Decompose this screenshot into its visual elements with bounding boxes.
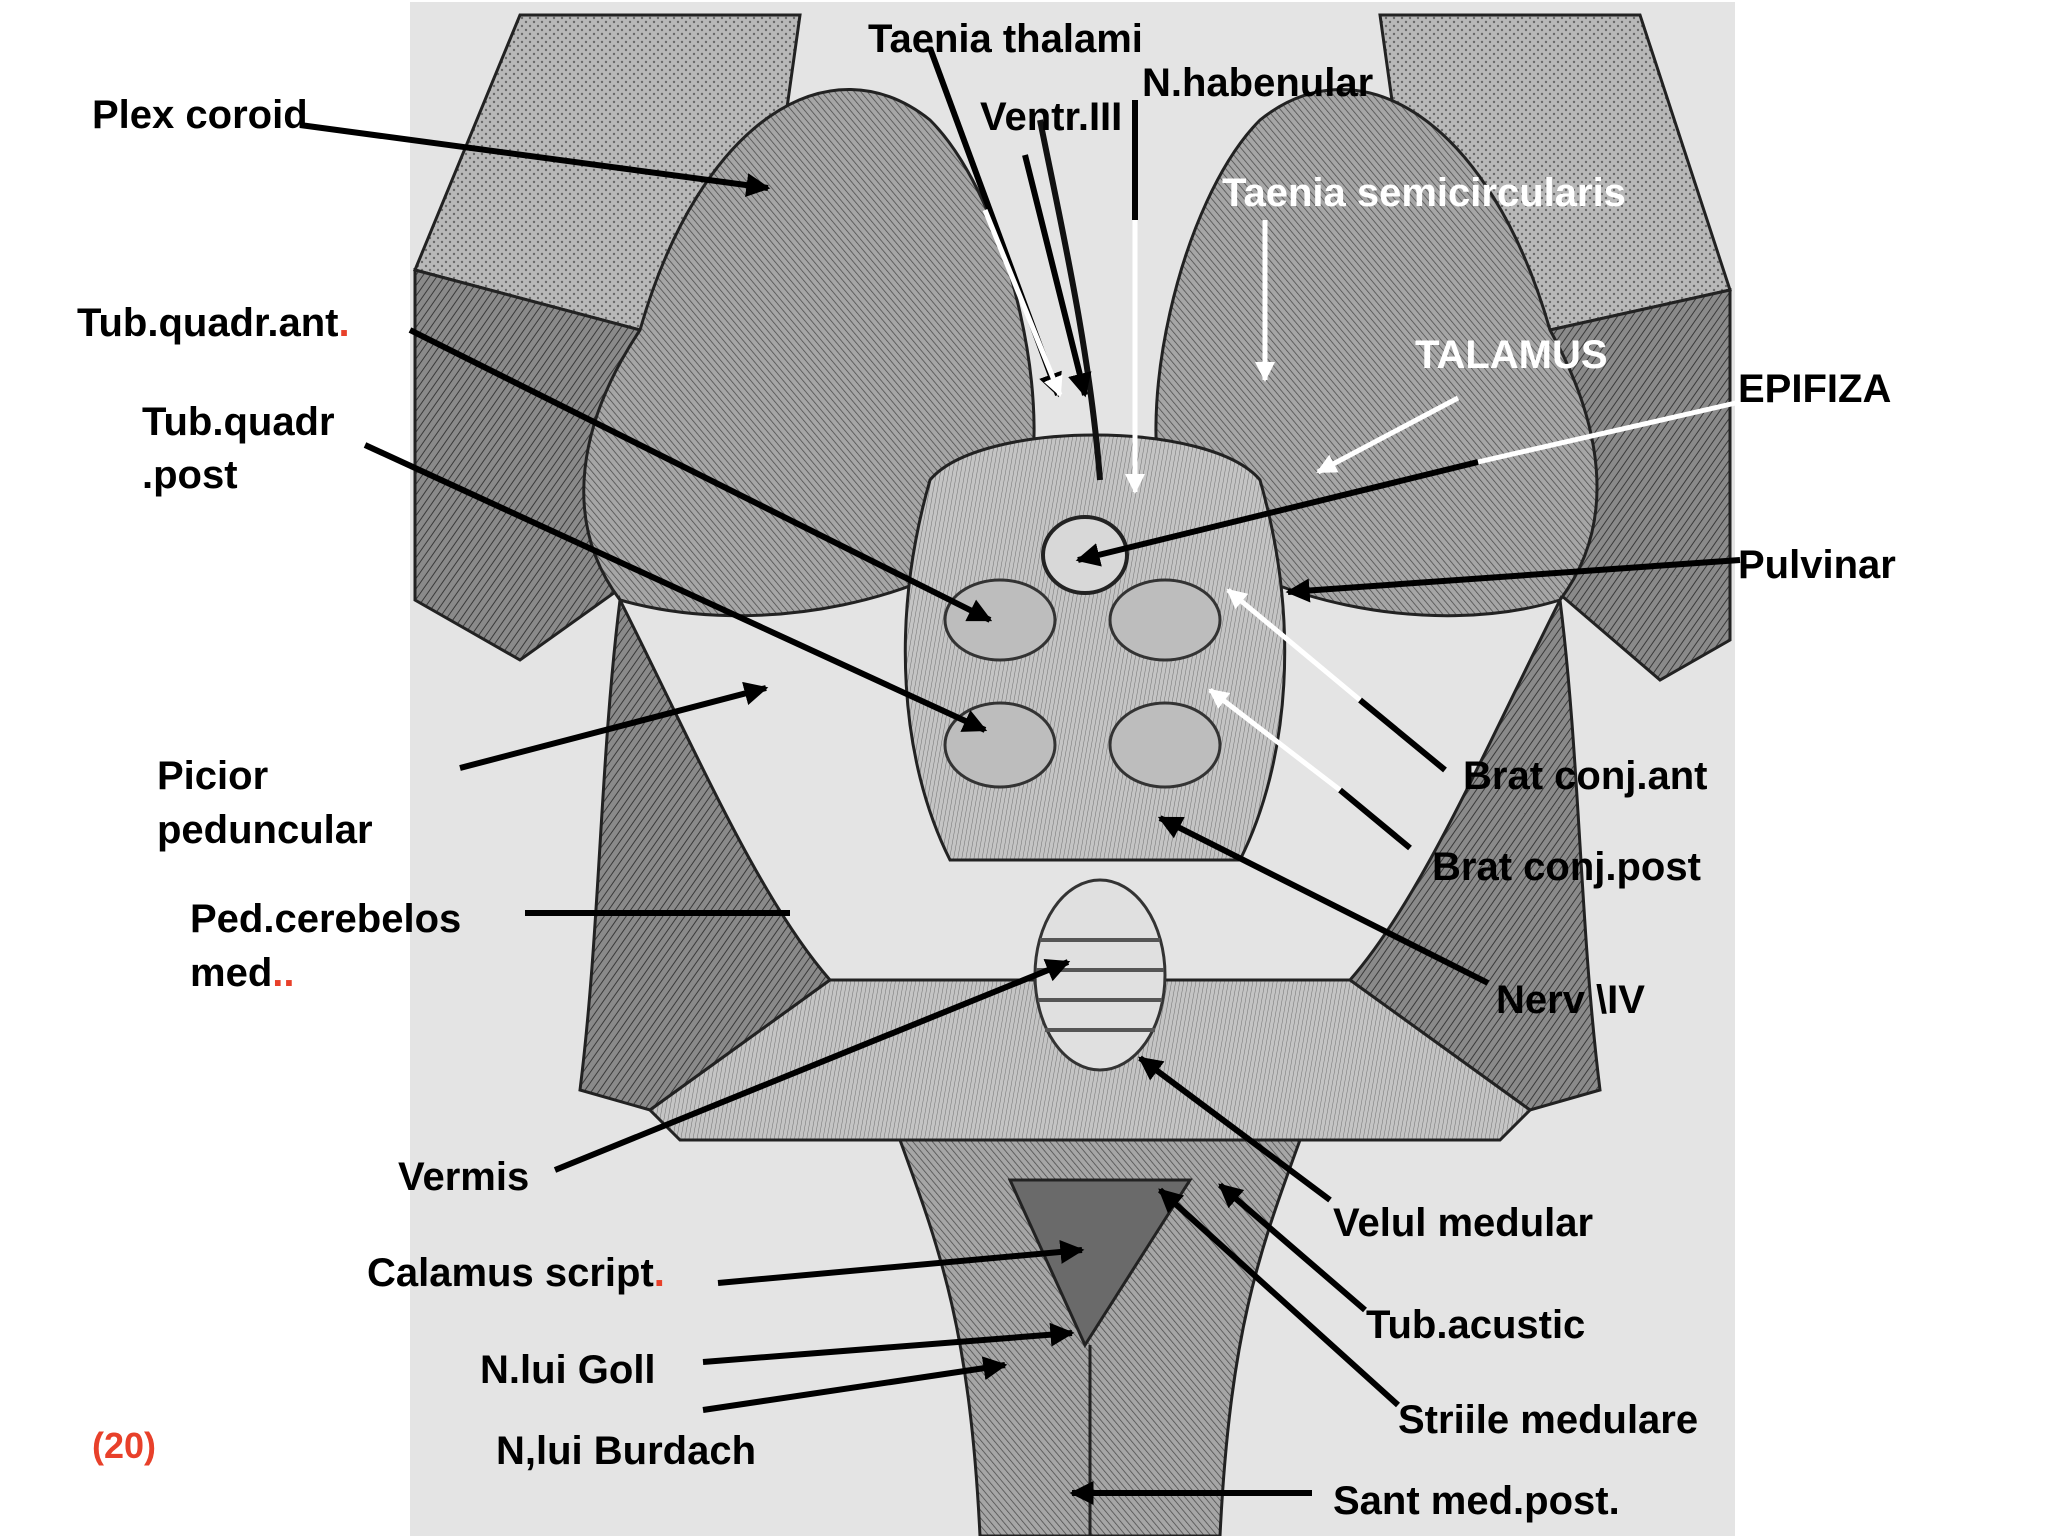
arrow-picior-peduncular — [459, 681, 769, 771]
arrow-tub-quadr-post — [363, 442, 988, 733]
label-tub-acustic: Tub.acustic — [1366, 1303, 1586, 1347]
arrow-striile-medulare — [1157, 1187, 1401, 1408]
arrow-tub-quadr-ant — [408, 327, 993, 623]
arrow-epifiza-black — [1075, 459, 1479, 567]
arrow-taenia-thalami-white — [982, 209, 1063, 397]
label-taenia-semicircularis: Taenia semicircularis — [1222, 171, 1626, 215]
label-tub-quadr-ant-text: Tub.quadr.ant — [77, 301, 339, 345]
label-ped-cerebelos-med: med — [190, 951, 273, 995]
label-calamus-script: Calamus script. — [367, 1246, 665, 1300]
label-ventr-iii: Ventr.III — [980, 95, 1123, 139]
arrow-talamus — [1316, 395, 1460, 475]
label-picior-line2: peduncular — [157, 808, 373, 852]
label-n-habenular: N.habenular — [1142, 61, 1374, 105]
label-vermis: Vermis — [398, 1155, 530, 1199]
arrow-calamus-script — [717, 1239, 1085, 1286]
label-pulvinar: Pulvinar — [1738, 543, 1896, 587]
label-sant-med-post: Sant med.post. — [1333, 1479, 1620, 1523]
label-brat-conj-ant: Brat conj.ant — [1463, 754, 1708, 798]
label-tub-quadr-post-line2: .post — [142, 453, 238, 497]
arrow-brat-conj-post — [1338, 787, 1412, 851]
arrow-brat-conj-ant — [1358, 697, 1447, 773]
label-tub-quadr-ant: Tub.quadr.ant. — [77, 296, 350, 350]
label-striile-medulare: Striile medulare — [1398, 1398, 1699, 1442]
arrow-pulvinar — [1285, 557, 1741, 603]
label-brat-conj-post: Brat conj.post — [1432, 845, 1701, 889]
arrow-plex-coroid — [299, 122, 771, 198]
arrow-vermis — [553, 958, 1071, 1173]
label-velul-medular: Velul medular — [1333, 1201, 1594, 1245]
arrow-nerv-iv — [1157, 815, 1490, 986]
label-talamus: TALAMUS — [1415, 333, 1608, 377]
label-taenia-thalami: Taenia thalami — [868, 17, 1143, 61]
label-calamus-script-dot: . — [653, 1251, 665, 1295]
label-calamus-script-text: Calamus script — [367, 1251, 654, 1295]
arrow-n-lui-goll — [702, 1322, 1075, 1365]
arrow-n-lui-burdach — [702, 1356, 1008, 1413]
label-tub-quadr-post-line1: Tub.quadr — [142, 400, 335, 444]
label-ped-cerebelos-line1: Ped.cerebelos — [190, 897, 462, 941]
label-ped-cerebelos-dots: .. — [272, 951, 295, 995]
label-ped-cerebelos-line2: med.. — [190, 946, 294, 1000]
label-n-lui-goll: N.lui Goll — [480, 1348, 656, 1392]
arrow-epifiza — [1477, 399, 1741, 465]
label-plex-coroid: Plex coroid — [92, 93, 308, 137]
label-n-lui-burdach: N,lui Burdach — [496, 1429, 757, 1473]
arrow-ventr-iii — [1022, 154, 1092, 398]
arrow-brat-conj-post-white — [1208, 688, 1342, 792]
label-nerv-iv: Nerv \IV — [1496, 978, 1645, 1022]
arrow-brat-conj-ant-white — [1226, 588, 1362, 702]
label-picior-line1: Picior — [157, 754, 269, 798]
arrow-tub-acustic — [1218, 1182, 1367, 1313]
label-epifiza: EPIFIZA — [1738, 367, 1892, 411]
leader-lines — [299, 46, 1741, 1505]
page-number: (20) — [92, 1425, 157, 1466]
label-tub-quadr-ant-dot: . — [338, 301, 350, 345]
engraving-illustration — [410, 2, 1735, 1536]
arrow-velul-medular — [1138, 1055, 1332, 1203]
